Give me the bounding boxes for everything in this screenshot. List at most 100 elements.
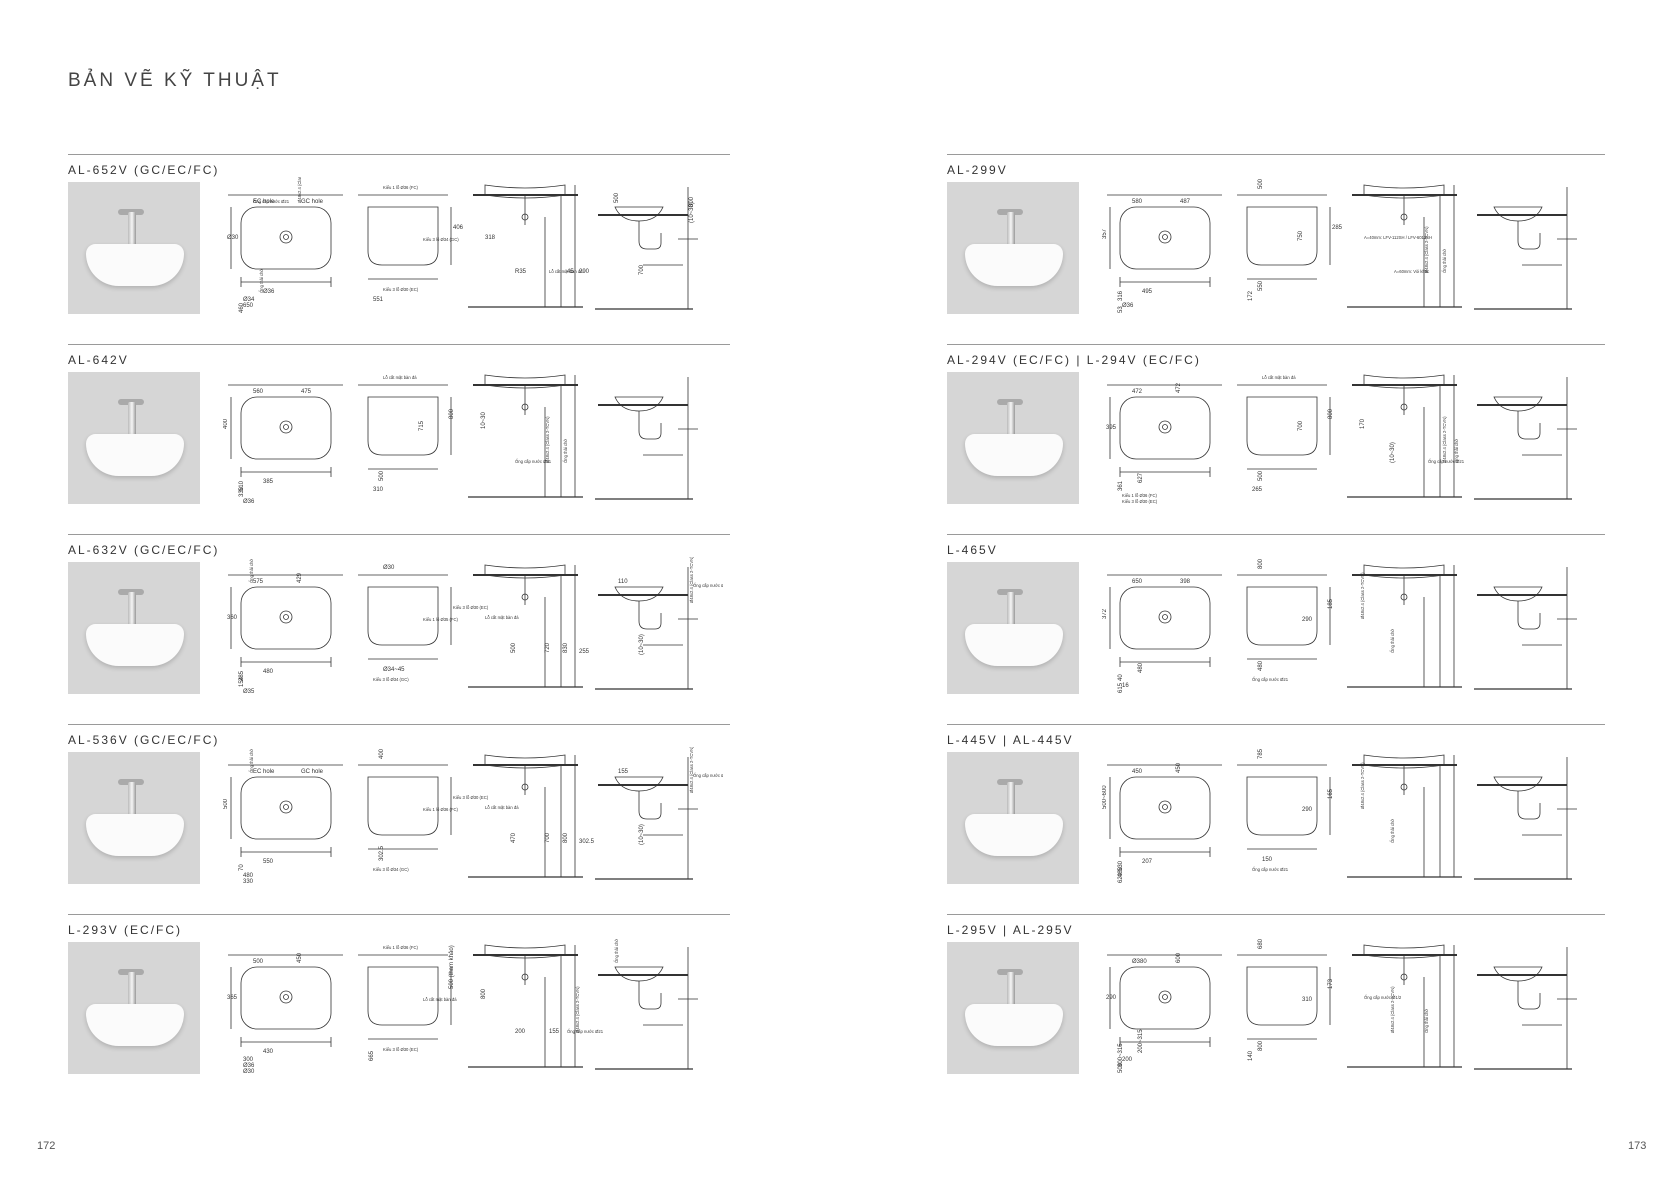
dimension-label: 700	[1298, 420, 1304, 431]
faucet-icon	[1007, 592, 1015, 626]
page-number-left: 172	[37, 1140, 56, 1152]
dimension-label: R35	[515, 269, 527, 275]
front-elevation-drawing	[468, 944, 583, 1068]
dimension-label: 200~315	[1138, 1029, 1144, 1053]
dimension-label: 255	[579, 649, 590, 655]
dimension-label: Ø35	[243, 689, 255, 695]
model-name: AL-299V	[947, 163, 1008, 177]
basin-icon	[86, 244, 184, 286]
dimension-label: (10~30)	[689, 202, 695, 223]
dimension-label: Ống thải chờ	[259, 269, 264, 293]
cutout-drawing	[1237, 384, 1331, 470]
dimension-label: 302.5	[579, 839, 595, 845]
top-view-drawing	[1107, 384, 1222, 477]
dimension-label: 110	[618, 579, 628, 585]
dimension-label: Ống cấp nước Ø21	[693, 773, 723, 778]
dimension-label: 600	[1176, 952, 1182, 963]
side-elevation-drawing	[595, 567, 698, 690]
dimension-label: 500 (tham khảo)	[449, 945, 455, 989]
dimension-label: 16	[1122, 683, 1129, 689]
dimension-label: 318	[485, 235, 496, 241]
dimension-label: Ø48x2.4 (Class 2-TCVN)	[1442, 416, 1447, 463]
dimension-label: (10~30)	[639, 824, 645, 845]
dimension-label: 316	[1118, 290, 1124, 301]
dimension-label: Ø48x2.4 (Class 2-TCVN)	[1360, 572, 1365, 619]
cutout-drawing	[358, 764, 452, 850]
model-name: AL-536V (GC/EC/FC)	[68, 733, 220, 747]
top-view-drawing	[1107, 574, 1222, 667]
dimension-label: Ø34~45	[383, 667, 405, 673]
dimension-label: 450	[1176, 762, 1182, 773]
dimension-label: 480	[1118, 866, 1124, 877]
top-view-drawing	[228, 574, 343, 667]
dimension-label: 830	[563, 642, 569, 653]
cutout-drawing	[358, 194, 452, 280]
basin-icon	[965, 244, 1063, 286]
faucet-icon	[128, 402, 136, 436]
cutout-drawing	[1237, 194, 1331, 280]
model-name: AL-632V (GC/EC/FC)	[68, 543, 220, 557]
dimension-label: 480	[1258, 660, 1264, 671]
dimension-label: 472	[1132, 389, 1143, 395]
dimension-label: Kiểu 3 lỗ Ø30 (EC)	[453, 605, 489, 610]
front-elevation-drawing	[1347, 374, 1462, 498]
dimension-label: 720	[545, 642, 551, 653]
basin-icon	[86, 814, 184, 856]
dimension-label: 495	[1142, 289, 1153, 295]
dimension-label: Ống thải chờ	[249, 559, 254, 583]
dimension-label: 430	[263, 1049, 274, 1055]
model-name: AL-642V	[68, 353, 129, 367]
dimension-label: Ống cấp nước Ø21	[515, 459, 552, 464]
dimension-label: Ø380	[1132, 959, 1147, 965]
basin-icon	[965, 624, 1063, 666]
dimension-label: 45	[567, 269, 574, 275]
cutout-drawing	[1237, 954, 1331, 1040]
dimension-label: 310	[373, 487, 384, 493]
cutout-drawing	[358, 384, 452, 470]
dimension-label: 365	[227, 995, 238, 1001]
product-photo	[947, 372, 1079, 504]
dimension-label: Ø30	[383, 565, 395, 571]
dimension-label: 470	[511, 832, 517, 843]
product-photo	[947, 562, 1079, 694]
dimension-label: 785	[1258, 748, 1264, 759]
dimension-label: 500	[223, 798, 229, 809]
dimension-label: 500	[511, 642, 517, 653]
dimension-label: 165	[1328, 788, 1334, 799]
dimension-label: Ống cấp nước Ø21	[1252, 677, 1289, 682]
dimension-label: 170	[1360, 418, 1366, 429]
basin-icon	[86, 624, 184, 666]
dimension-label: 70	[239, 864, 245, 871]
dimension-label: Lỗ cắt mặt bàn đá	[485, 615, 519, 620]
model-name: AL-294V (EC/FC) | L-294V (EC/FC)	[947, 353, 1201, 367]
faucet-icon	[128, 782, 136, 816]
dimension-label: Ống thải chờ	[1390, 819, 1395, 843]
top-view-drawing	[228, 954, 343, 1047]
model-name: L-445V | AL-445V	[947, 733, 1074, 747]
top-view-drawing	[1107, 954, 1222, 1047]
dimension-label: Ø48x2.4 (Class 2-TCVN)	[689, 747, 694, 793]
dimension-label: 650	[243, 303, 254, 309]
dimension-label: 500	[253, 959, 264, 965]
dimension-label: 290	[579, 269, 590, 275]
dimension-label: 285	[239, 670, 245, 681]
dimension-label: A=40mm: LFV-112SH / LFV-6012SH	[1364, 235, 1432, 240]
dimension-label: 290	[1302, 807, 1313, 813]
dimension-label: Ø30	[243, 1069, 255, 1075]
side-elevation-drawing	[1474, 377, 1577, 500]
cutout-drawing	[1237, 574, 1331, 660]
product-photo	[68, 752, 200, 884]
dimension-label: 627	[1138, 472, 1144, 483]
dimension-label: Ø36	[243, 1063, 255, 1069]
side-elevation-drawing	[595, 757, 698, 880]
